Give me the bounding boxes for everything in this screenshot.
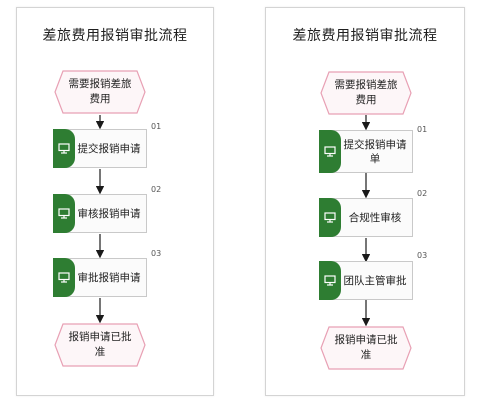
start-event: 需要报销差旅费用: [54, 70, 146, 114]
task-team-lead-approval: 团队主管审批: [319, 261, 413, 300]
end-event: 报销申请已批准: [320, 326, 412, 370]
task-submit-application-form: 提交报销申请单: [319, 130, 413, 173]
connector-arrows: [361, 115, 371, 327]
task-icon-tab: [319, 261, 341, 300]
monitor-icon: [324, 275, 336, 286]
task-review-application: 审核报销申请: [53, 194, 147, 233]
step-number: 01: [151, 122, 162, 131]
step-number: 02: [151, 185, 162, 194]
connector-arrows: [95, 115, 105, 324]
diagram-title: 差旅费用报销审批流程: [292, 28, 438, 44]
task-icon-tab: [53, 194, 75, 233]
task-submit-application: 提交报销申请: [53, 129, 147, 168]
start-event-label: 需要报销差旅费用: [68, 78, 132, 105]
step-number: 03: [151, 249, 162, 258]
task-label: 审批报销申请: [77, 271, 141, 284]
monitor-icon: [58, 272, 70, 283]
task-label: 提交报销申请: [77, 142, 141, 155]
start-event-label: 需要报销差旅费用: [334, 79, 398, 106]
start-event: 需要报销差旅费用: [320, 71, 412, 115]
task-compliance-review: 合规性审核: [319, 198, 413, 237]
monitor-icon: [58, 143, 70, 154]
diagram-title: 差旅费用报销审批流程: [42, 28, 188, 44]
task-label: 审核报销申请: [77, 207, 141, 220]
monitor-icon: [324, 212, 336, 223]
end-event-label: 报销申请已批准: [334, 334, 398, 361]
step-number: 01: [417, 125, 428, 134]
end-event: 报销申请已批准: [54, 323, 146, 367]
step-number: 02: [417, 189, 428, 198]
task-icon-tab: [319, 198, 341, 237]
task-icon-tab: [319, 130, 341, 173]
step-number: 03: [417, 251, 428, 260]
flowchart-panel-right: 差旅费用报销审批流程 需要报销差旅费用 01 提交报销申请单 02 合规性审核 …: [265, 7, 465, 396]
end-event-label: 报销申请已批准: [68, 331, 132, 358]
task-label: 提交报销申请单: [343, 138, 407, 165]
monitor-icon: [324, 146, 336, 157]
monitor-icon: [58, 208, 70, 219]
flowchart-panel-left: 差旅费用报销审批流程 需要报销差旅费用 01 提交报销申请 02 审核报销申请 …: [16, 7, 214, 396]
task-label: 团队主管审批: [343, 274, 407, 287]
task-icon-tab: [53, 258, 75, 297]
task-icon-tab: [53, 129, 75, 168]
task-approve-application: 审批报销申请: [53, 258, 147, 297]
task-label: 合规性审核: [348, 211, 402, 224]
